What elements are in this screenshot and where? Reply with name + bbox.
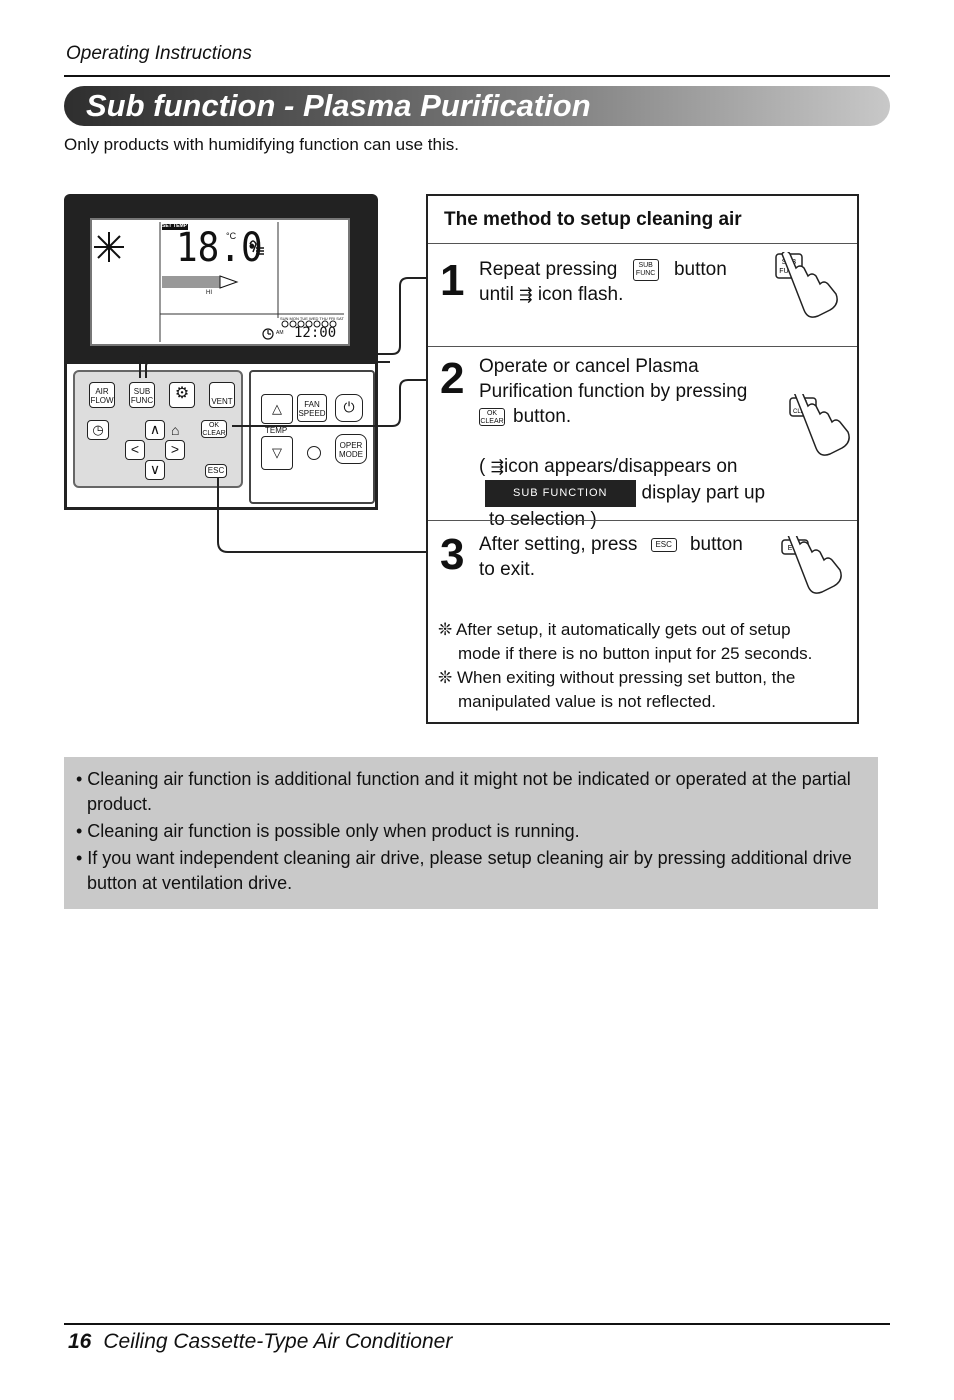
air-flow-button[interactable]: AIR FLOW (89, 382, 115, 408)
info-item: • Cleaning air function is possible only… (76, 821, 580, 841)
plasma-icon (249, 240, 264, 255)
home-icon: ⌂ (171, 422, 180, 438)
section-label: Operating Instructions (66, 43, 252, 64)
plasma-icon: ⇶ (490, 459, 505, 476)
step3-number: 3 (440, 530, 465, 579)
steps-heading-text: The method to setup cleaning air (444, 209, 742, 230)
sub-func-button[interactable]: SUB FUNC (129, 382, 155, 408)
power-icon[interactable]: ⏻ (335, 394, 363, 422)
left-arrow-button[interactable]: < (125, 440, 145, 460)
step3-text: After setting, press ESC button to exit. (479, 534, 743, 580)
info-item: • Cleaning air function is additional fu… (76, 769, 851, 814)
lcd-temp-value: 18.0 (176, 225, 263, 271)
title-bar: Sub function - Plasma Purification (64, 86, 890, 126)
plasma-icon: ⇶ (519, 287, 533, 304)
step2-number: 2 (440, 354, 465, 403)
info-box: • Cleaning air function is additional fu… (64, 757, 878, 909)
lcd-set-temp: SET TEMP (162, 223, 188, 229)
clock-icon (262, 328, 274, 340)
ok-clear-button[interactable]: OK CLEAR (201, 420, 227, 438)
temp-label: TEMP (265, 426, 288, 435)
page-number: 16 (68, 1330, 92, 1353)
header-rule (64, 75, 890, 77)
intro-text: Only products with humidifying function … (64, 135, 459, 154)
down-arrow-button[interactable]: ∨ (145, 460, 165, 480)
up-arrow-button[interactable]: ∧ (145, 420, 165, 440)
temp-down-button[interactable]: ▽ (261, 436, 293, 470)
footer: 16 Ceiling Cassette-Type Air Conditioner (68, 1330, 452, 1354)
footer-title: Ceiling Cassette-Type Air Conditioner (103, 1330, 453, 1353)
note-timeout: ❊ After setup, it automatically gets out… (438, 620, 813, 663)
step1-number: 1 (440, 256, 465, 305)
right-arrow-button[interactable]: > (165, 440, 185, 460)
timer-clock-icon[interactable]: ◷ (87, 420, 109, 440)
page-title: Sub function - Plasma Purification (86, 88, 591, 123)
remote-keypad: AIR FLOW SUB FUNC ⚙ VENT ◷ ∧ < > ∨ ⌂ OK … (64, 364, 378, 510)
hand-press-icon: ESC (781, 536, 842, 594)
remote-top: SET TEMP 18.0 °C HI SUN MON TUE WED THU … (64, 194, 378, 370)
keypad-right: △ FAN SPEED ⏻ TEMP ▽ OPER MODE (249, 370, 375, 504)
keypad-left: AIR FLOW SUB FUNC ⚙ VENT ◷ ∧ < > ∨ ⌂ OK … (73, 370, 243, 488)
oper-mode-button[interactable]: OPER MODE (335, 434, 367, 464)
fan-level-bar (162, 275, 239, 289)
hand-press-icon: OK CLEAR (789, 394, 850, 456)
esc-button[interactable]: ESC (205, 464, 227, 478)
note-exit: ❊ When exiting without pressing set butt… (438, 668, 796, 711)
esc-key-icon: ESC (650, 537, 677, 552)
lcd-ampm: AM (276, 330, 284, 336)
remote-controller: SET TEMP 18.0 °C HI SUN MON TUE WED THU … (64, 194, 378, 510)
info-item: • If you want independent cleaning air d… (76, 848, 852, 893)
lcd-display: SET TEMP 18.0 °C HI SUN MON TUE WED THU … (90, 218, 350, 346)
step-divider (428, 520, 857, 521)
fan-speed-button[interactable]: FAN SPEED (297, 394, 327, 422)
hand-press-icon: SUB FUNC (775, 252, 838, 318)
settings-gear-icon[interactable]: ⚙ (169, 382, 195, 408)
sub-function-badge: SUB FUNCTION (485, 480, 636, 507)
step2-text: Operate or cancel Plasma Purification fu… (479, 356, 766, 530)
vent-button[interactable]: VENT (209, 382, 235, 408)
setup-steps-panel: The method to setup cleaning air 1 Repea… (426, 194, 859, 724)
footer-rule (64, 1323, 890, 1325)
snowflake-icon (94, 232, 124, 262)
indicator-led-icon (307, 446, 321, 460)
steps-heading: The method to setup cleaning air (428, 196, 857, 244)
lcd-days: SUN MON TUE WED THU FRI SAT (280, 316, 344, 321)
temp-up-button[interactable]: △ (261, 394, 293, 424)
lcd-clock: 12:00 (294, 325, 337, 341)
step-divider (428, 346, 857, 347)
lcd-unit: °C (226, 231, 237, 241)
lcd-fan-label: HI (206, 290, 212, 296)
